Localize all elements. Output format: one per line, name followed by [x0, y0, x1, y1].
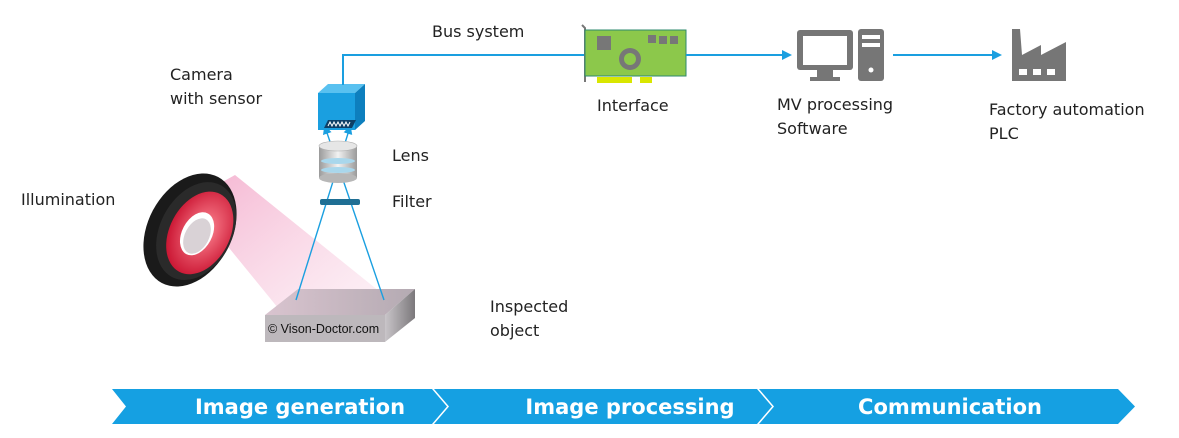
computer-icon: [797, 29, 884, 81]
lens-label: Lens: [392, 146, 429, 165]
illumination-label: Illumination: [21, 190, 116, 209]
filter-label: Filter: [392, 192, 432, 211]
mv-software-label-line1: MV processing: [777, 95, 894, 114]
factory-icon: [1012, 29, 1066, 81]
watermark: © Vison-Doctor.com: [268, 322, 380, 336]
bus-line: [342, 54, 586, 85]
inspected-object-icon: [265, 289, 415, 342]
inspected-object-label-line1: Inspected: [490, 297, 569, 316]
stage-communication[interactable]: [759, 389, 1135, 424]
filter-icon: [320, 199, 360, 205]
interface-label: Interface: [597, 96, 669, 115]
factory-label-line2: PLC: [989, 124, 1019, 143]
camera-label-line1: Camera: [170, 65, 233, 84]
factory-label-line1: Factory automation: [989, 100, 1145, 119]
stage-label: Image generation: [195, 395, 405, 419]
stage-label: Communication: [858, 395, 1042, 419]
camera-icon: [318, 84, 365, 130]
bus-system-label: Bus system: [432, 22, 525, 41]
inspected-object-label-line2: object: [490, 321, 540, 340]
mv-software-label-line2: Software: [777, 119, 848, 138]
stage-band: Image generation Image processing Commun…: [112, 389, 1135, 424]
lens-icon: [318, 140, 358, 183]
stage-image-generation[interactable]: [112, 389, 447, 424]
stage-label: Image processing: [525, 395, 734, 419]
ring-light-icon: [143, 173, 237, 287]
stage-image-processing[interactable]: [434, 389, 772, 424]
camera-label-line2: with sensor: [170, 89, 263, 108]
interface-card-icon: [581, 24, 687, 83]
